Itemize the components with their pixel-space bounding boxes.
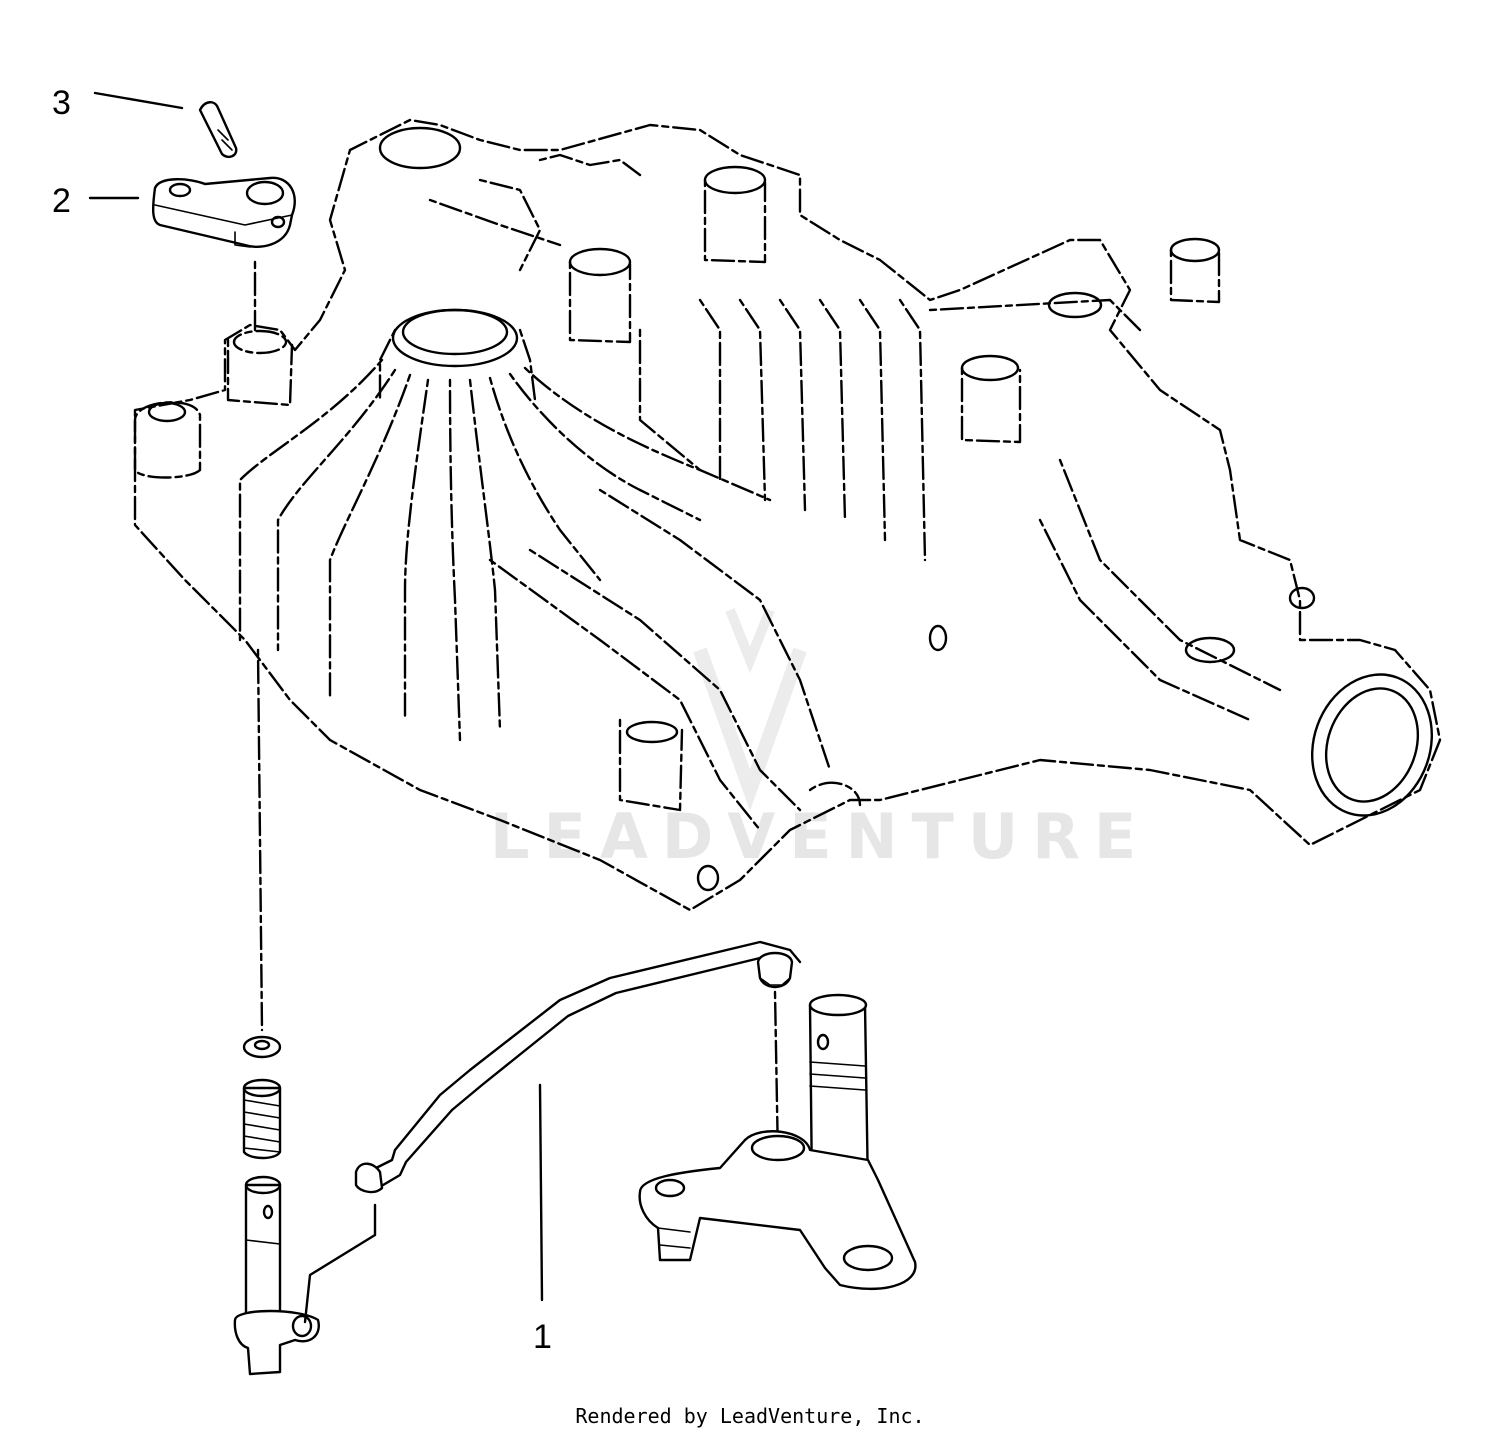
left-shaft-assembly	[233, 1035, 320, 1376]
right-shaft-assembly	[638, 993, 917, 1291]
roll-pin-part	[198, 101, 238, 159]
watermark-text: LEADVENTURE	[490, 800, 1150, 873]
leader-line-1	[538, 1083, 544, 1302]
footer-credit: Rendered by LeadVenture, Inc.	[575, 1404, 925, 1428]
transaxle-housing	[133, 118, 1442, 912]
rod-connector-line	[303, 1203, 377, 1324]
leader-line-3	[93, 91, 184, 110]
callout-2[interactable]: 2	[52, 182, 71, 220]
bypass-rod-part	[354, 940, 802, 1194]
callout-1[interactable]: 1	[533, 1318, 552, 1356]
control-arm-part	[151, 176, 296, 248]
alignment-line-lower	[256, 648, 264, 1032]
watermark-logo	[693, 608, 807, 811]
callout-3[interactable]: 3	[52, 84, 71, 122]
